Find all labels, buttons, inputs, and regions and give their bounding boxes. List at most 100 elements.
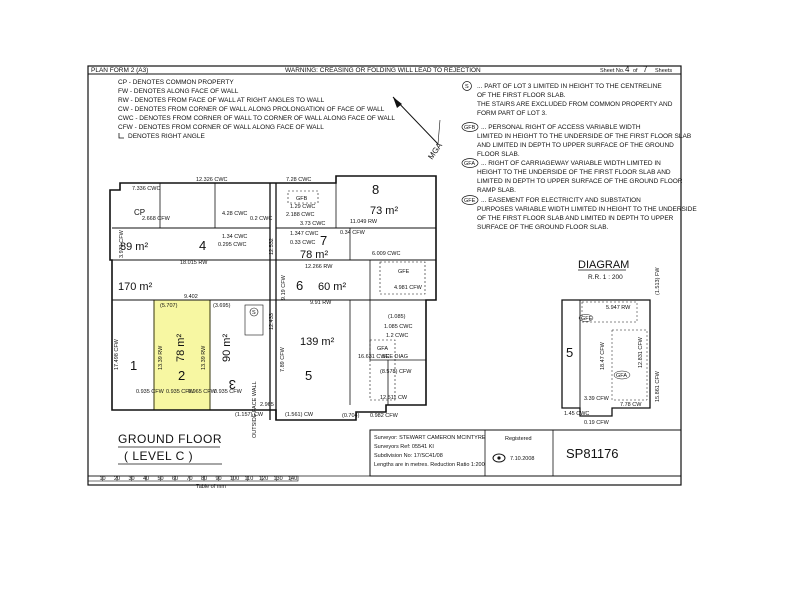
scalebar-tick-label: 60 <box>172 476 178 482</box>
note-tag-gfb-text: GFB <box>464 125 476 131</box>
dim-label: (1.085) <box>388 314 406 320</box>
note-line: RAMP SLAB. <box>477 187 516 194</box>
dim-label: 0.33 CWC <box>290 240 315 246</box>
dim-label: 1.2 CWC <box>386 333 408 339</box>
diagram-dim: 0.19 CFW <box>584 420 610 426</box>
title-block: Surveyor: STEWART CAMERON MCINTYRE Surve… <box>369 429 682 477</box>
surveyor-row: Surveyor: STEWART CAMERON MCINTYRE <box>374 435 486 441</box>
dim-label: 12.511 CW <box>380 395 408 401</box>
scalebar-tick-label: 140 <box>288 476 297 482</box>
title-block-frame <box>369 429 682 477</box>
dim-label: 18.015 RW <box>180 260 208 266</box>
registration-seal-icon <box>492 453 506 463</box>
dim-label: 12.433 <box>269 313 275 330</box>
note-line: OF THE FIRST FLOOR SLAB. <box>477 92 566 99</box>
scalebar-tick-label: 90 <box>216 476 222 482</box>
dim-label: SEE DIAG <box>382 354 408 360</box>
dim-label: 4.981 CFW <box>394 285 423 291</box>
north-arrow-head-icon <box>393 97 402 108</box>
stair-s <box>244 304 264 336</box>
warning-text: WARNING: CREASING OR FOLDING WILL LEAD T… <box>285 67 481 74</box>
note-tag-gfe-text: GFE <box>464 198 476 204</box>
registered-date: 7.10.2008 <box>510 456 534 462</box>
lot-5-area: 139 m² <box>300 336 335 348</box>
note-tag-gfb <box>461 122 479 132</box>
diagram-dim: 18.47 CFW <box>600 341 606 370</box>
note-line: ... PART OF LOT 3 LIMITED IN HEIGHT TO T… <box>477 83 662 90</box>
scalebar-tick-label: 70 <box>187 476 193 482</box>
dim-label: 2.668 CFW <box>142 216 171 222</box>
diagram-dim: (1.513) FW <box>655 267 661 295</box>
lot-6-area: 60 m² <box>318 281 346 293</box>
scalebar-tick-label: 50 <box>158 476 164 482</box>
sheet-frame <box>87 65 682 486</box>
note-line: ... RIGHT OF CARRIAGEWAY VARIABLE WIDTH … <box>481 160 661 167</box>
dim-label: 9.19 CFW <box>281 274 287 300</box>
dim-label: (1.157) CW <box>235 412 264 418</box>
note-line: ... PERSONAL RIGHT OF ACCESS VARIABLE WI… <box>481 124 641 131</box>
floor-level: ( LEVEL C ) <box>124 449 193 463</box>
note-line: THE STAIRS ARE EXCLUDED FROM COMMON PROP… <box>477 101 673 108</box>
dim-label: OUTSIDE FACE WALL <box>252 381 258 438</box>
dim-label: 2.188 CWC <box>286 212 314 218</box>
diagram-gfe-tag <box>578 314 594 322</box>
legend-item: FW - DENOTES ALONG FACE OF WALL <box>118 88 239 95</box>
dim-label: 12.532 <box>269 238 275 255</box>
legend-item: DENOTES RIGHT ANGLE <box>128 133 205 140</box>
note-tag-s-text: S <box>465 84 469 90</box>
dim-label: 4.28 CWC <box>222 211 247 217</box>
sheet-of: of <box>633 68 638 74</box>
scalebar-tick-label: 130 <box>274 476 283 482</box>
note-tag-gfa <box>461 158 479 168</box>
north-arrow-tick <box>437 119 441 145</box>
dim-label: 7.336 CWC <box>132 186 160 192</box>
note-tag-s <box>462 81 472 91</box>
diagram-scale: R.R. 1 : 200 <box>588 274 623 281</box>
gfa-easement <box>369 339 396 401</box>
dim-label: 0.965 CFW <box>188 389 217 395</box>
plan-form-label: PLAN FORM 2 (A3) <box>91 67 148 74</box>
legend: CP - DENOTES COMMON PROPERTY FW - DENOTE… <box>118 79 395 140</box>
right-angle-icon <box>118 133 124 139</box>
diagram-gfa-text: GFA <box>616 373 627 379</box>
dim-label: 12.326 CWC <box>196 177 228 183</box>
legend-item: CFW - DENOTES FROM CORNER OF WALL ALONG … <box>118 124 324 131</box>
scalebar-track <box>87 475 299 482</box>
note-line: FORM PART OF LOT 3. <box>477 110 547 117</box>
lot-7-label: 7 <box>320 233 327 248</box>
diagram-dim: 7.78 CW <box>620 402 642 408</box>
dim-label: 0.34 CFW <box>340 230 366 236</box>
lot-8-label: 8 <box>372 182 379 197</box>
gfa-tag: GFA <box>377 346 388 352</box>
registered-label: Registered <box>505 436 532 442</box>
dim-label: 6.009 CWC <box>372 251 400 257</box>
gfe-easement <box>379 261 426 295</box>
lengths-note: Lengths are in metres. Reduction Ratio 1… <box>374 462 485 468</box>
lot-2-area: 78 m² <box>175 334 187 362</box>
north-arrow: MGA <box>392 96 444 161</box>
scalebar-tick-label: 30 <box>129 476 135 482</box>
dim-label: 1.347 CWC <box>290 231 318 237</box>
dim-label: 1.29 CWC <box>290 204 315 210</box>
note-line: HEIGHT TO THE UNDERSIDE OF THE FIRST FLO… <box>477 169 671 176</box>
sheet-no-label: Sheet No. <box>600 68 625 74</box>
lot-4-area: 89 m² <box>120 241 148 253</box>
sheet-no: 4 <box>625 65 630 74</box>
dim-label: (3.695) <box>213 303 231 309</box>
note-line: LIMITED IN HEIGHT TO THE UNDERSIDE OF TH… <box>477 133 691 140</box>
diagram-dim: 3.39 CFW <box>584 396 610 402</box>
lot-labels: CP 1 170 m² 2 78 m² 3 90 m² 4 89 m² 5 13… <box>118 182 398 392</box>
dim-label: (0.704) <box>342 413 360 419</box>
lot-1-area: 170 m² <box>118 281 153 293</box>
gfb-easement <box>287 190 319 204</box>
dim-label: 0.935 CFW <box>166 389 195 395</box>
dim-label: 0.2 CWC <box>250 216 272 222</box>
dim-label: 7.28 CWC <box>286 177 311 183</box>
lot-cp-label: CP <box>134 208 145 217</box>
dim-label: 1.085 CWC <box>384 324 412 330</box>
legend-item: CWC - DENOTES FROM CORNER OF WALL TO COR… <box>118 115 395 122</box>
dim-label: 13.39 RW <box>158 345 164 370</box>
floor-title: GROUND FLOOR <box>118 432 222 446</box>
sheets-word: Sheets <box>655 68 672 74</box>
